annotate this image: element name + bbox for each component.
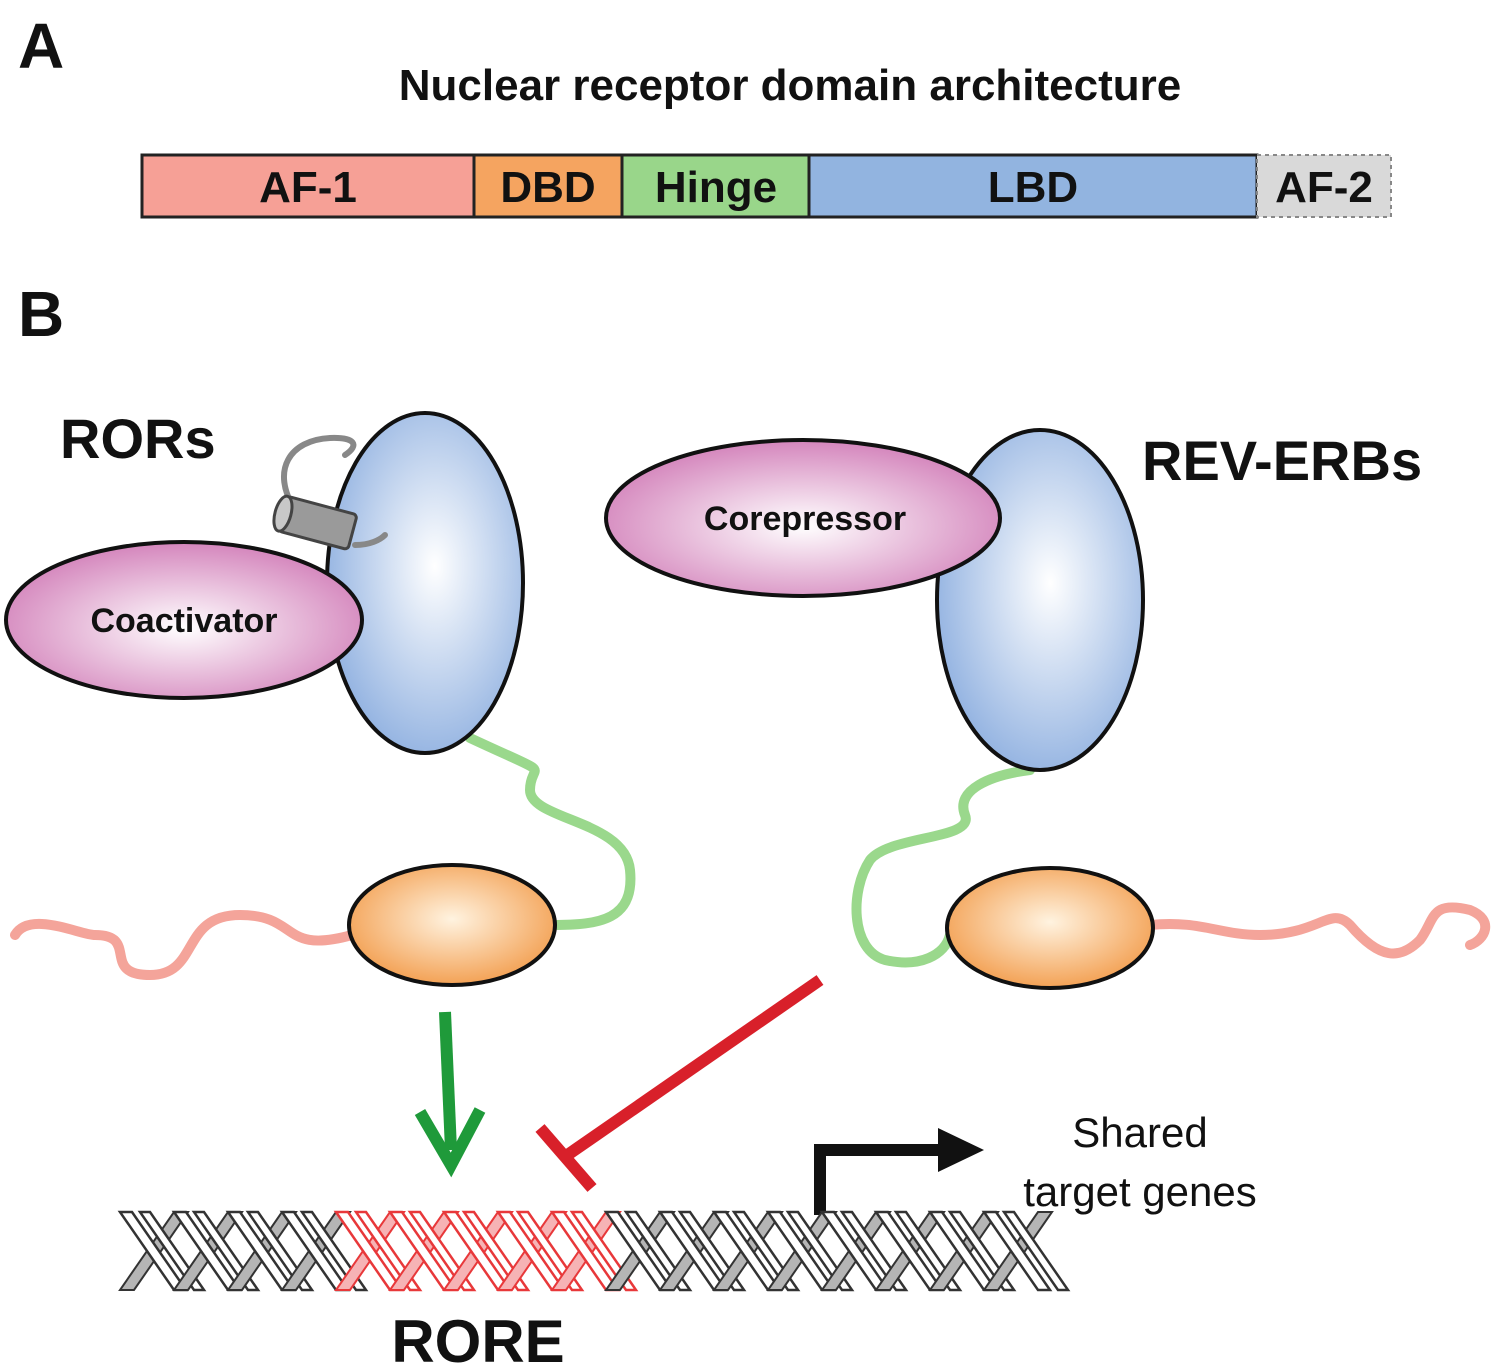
panel-b-letter: B	[18, 278, 64, 350]
ror-receptor: RORs Coactivator	[4, 407, 636, 987]
repression-bar	[535, 975, 824, 1192]
target-genes-line2: target genes	[1023, 1168, 1257, 1215]
domain-af2-box	[1256, 154, 1392, 218]
tss-arrow-head	[938, 1128, 984, 1172]
corepressor-label: Corepressor	[704, 500, 906, 538]
repression-line	[562, 975, 824, 1161]
ror-hinge	[465, 733, 636, 930]
coactivator-ellipse	[4, 540, 364, 700]
dna-front-strand	[981, 1210, 1053, 1292]
activation-arrow-shaft	[439, 1011, 457, 1151]
activation-arrow-head	[414, 1107, 486, 1178]
ror-label: RORs	[60, 407, 216, 470]
domain-dbd-label: DBD	[500, 163, 595, 212]
reverb-hinge	[851, 765, 1035, 968]
domain-hinge-label: Hinge	[655, 163, 777, 212]
coactivator-label: Coactivator	[90, 602, 277, 640]
repression-bar-end	[535, 1124, 597, 1192]
ror-helix-loop	[281, 434, 357, 513]
dna-helix	[117, 1210, 1071, 1292]
ror-af1-tail	[10, 909, 357, 981]
reverb-dbd-ellipse	[945, 866, 1155, 990]
ror-helix-tail	[352, 532, 388, 548]
dna-front-strand	[1001, 1210, 1071, 1292]
rore-label: RORE	[391, 1308, 564, 1364]
target-genes-line1: Shared	[1072, 1109, 1207, 1156]
corepressor-ellipse	[604, 438, 1002, 598]
domain-lbd-label: LBD	[988, 163, 1078, 212]
reverb-af1-tail	[1145, 902, 1491, 959]
tss-arrow	[814, 1128, 984, 1215]
domain-af1-box	[140, 153, 476, 219]
reverb-receptor: REV-ERBs Corepressor	[604, 428, 1491, 990]
ror-lbd-ellipse	[325, 411, 525, 755]
domain-dbd-box	[472, 153, 624, 219]
panel-a-title: Nuclear receptor domain architecture	[399, 61, 1181, 110]
domain-af1-label: AF-1	[259, 163, 357, 212]
activation-arrow	[414, 1011, 486, 1178]
domain-bar: AF-1 DBD Hinge LBD AF-2	[140, 153, 1392, 219]
domain-af2-label: AF-2	[1275, 163, 1373, 212]
ror-helix-cylinder	[272, 494, 358, 551]
ror-dbd-ellipse	[347, 863, 557, 987]
reverb-label: REV-ERBs	[1142, 429, 1422, 492]
domain-hinge-box	[620, 153, 811, 219]
panel-a-letter: A	[18, 10, 64, 82]
tss-arrow-shaft	[814, 1144, 940, 1215]
